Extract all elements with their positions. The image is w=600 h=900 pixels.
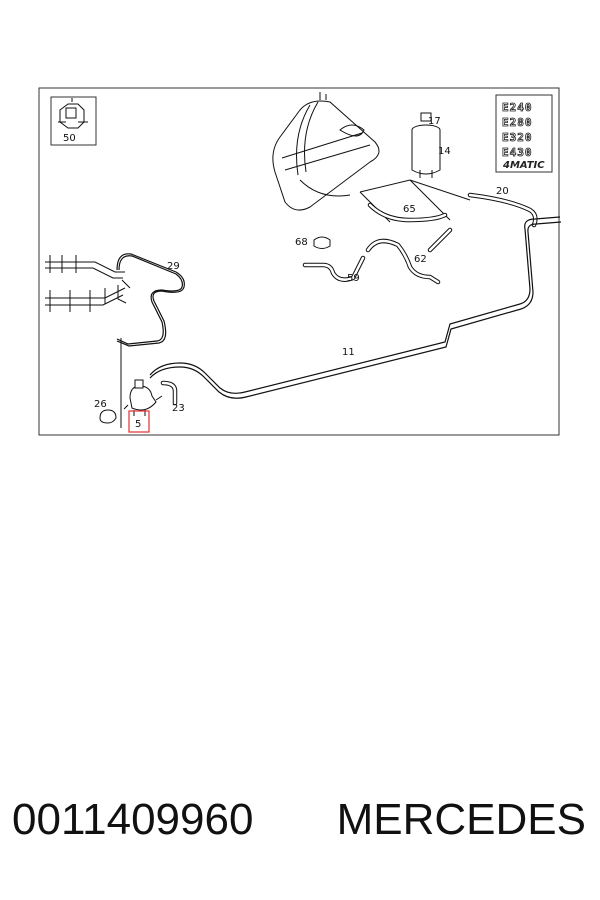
part-number: 0011409960 [12,795,254,844]
fuel-tank [272,92,471,223]
hose-part-23: 23 [160,380,185,414]
brand-name: MERCEDES [336,795,586,844]
hose-part-62: 62 [365,227,453,285]
callout-50: 50 [63,133,76,144]
model-e430: E430 [502,146,533,159]
fuel-rail-assembly [45,255,131,312]
pressure-regulator-part-5: 5 [123,379,163,433]
clip-part-68: 68 [295,236,331,249]
hose-part-65: 65 [367,202,448,223]
line-part-11: 11 [149,216,562,399]
line-part-29: 29 [116,253,185,347]
callout-29: 29 [167,261,180,272]
model-badges: E240 E280 E320 E430 4MATIC [495,94,553,173]
hose-part-59: 59 [302,255,366,284]
inset-part-50: 50 [50,96,97,146]
callout-14: 14 [438,146,451,157]
model-e240: E240 [502,101,533,114]
callout-23: 23 [172,403,185,414]
highlight-box-part-5 [128,410,150,433]
callout-62: 62 [414,254,427,265]
footer: 0011409960 MERCEDES [0,795,600,865]
model-e280: E280 [502,116,533,129]
callout-17: 17 [428,116,441,127]
hose-part-20: 20 [467,186,538,228]
callout-20: 20 [496,186,509,197]
callout-59: 59 [347,273,360,284]
callout-26: 26 [94,399,107,410]
canister-part-14: 17 14 [411,112,451,178]
model-e320: E320 [502,131,533,144]
callout-65: 65 [403,204,416,215]
callout-68: 68 [295,237,308,248]
callout-5: 5 [135,419,141,430]
callout-11: 11 [342,347,355,358]
clamp-part-26: 26 [94,399,117,424]
model-4matic: 4MATIC [502,160,545,171]
